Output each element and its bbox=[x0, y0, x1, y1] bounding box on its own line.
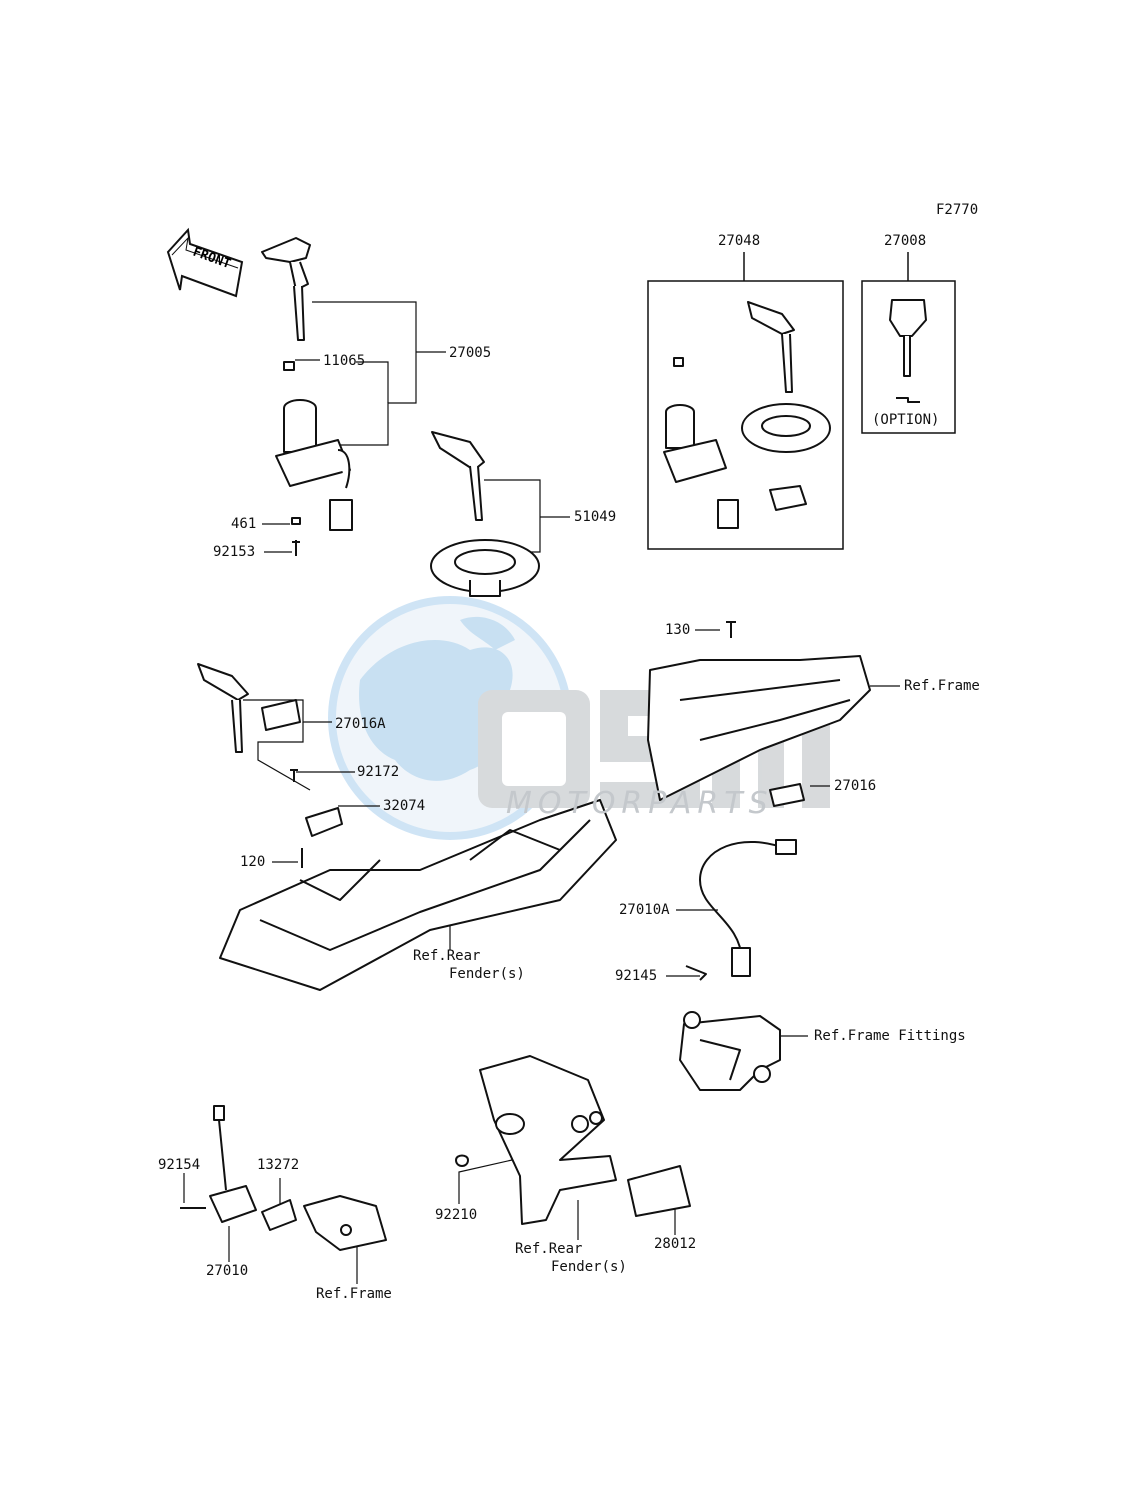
part-27016: 27016 bbox=[834, 778, 877, 794]
key-27008-icon bbox=[889, 299, 927, 403]
part-130: 130 bbox=[665, 622, 691, 638]
rear-fender-1-icon bbox=[219, 799, 617, 991]
washer-icon bbox=[291, 517, 301, 525]
part-13272: 13272 bbox=[257, 1157, 300, 1173]
bracket-32074-icon bbox=[290, 769, 343, 868]
part-27048: 27048 bbox=[718, 233, 761, 249]
seat-lock-icon bbox=[197, 663, 301, 753]
rear-fender-2-icon bbox=[455, 1055, 691, 1225]
ref-rear-fender-2-line2: Fender(s) bbox=[551, 1259, 627, 1275]
part-92145: 92145 bbox=[615, 968, 658, 984]
ref-frame-1: Ref.Frame bbox=[904, 678, 980, 694]
ref-rear-fender-1-line2: Fender(s) bbox=[449, 966, 525, 982]
leader-lines bbox=[183, 301, 900, 1284]
watermark-text: MOTORPARTS bbox=[506, 786, 774, 821]
part-92153: 92153 bbox=[213, 544, 256, 560]
part-27010A: 27010A bbox=[619, 902, 670, 918]
switch-27010-icon bbox=[180, 1105, 387, 1251]
ignition-switch-icon bbox=[275, 361, 353, 531]
key-set-27048-icon bbox=[663, 301, 831, 529]
part-461: 461 bbox=[231, 516, 257, 532]
part-27016A: 27016A bbox=[335, 716, 386, 732]
ref-frame-2: Ref.Frame bbox=[316, 1286, 392, 1302]
front-arrow-icon: FRONT bbox=[166, 227, 244, 298]
box-27048 bbox=[647, 280, 844, 550]
cable-27010a-icon bbox=[685, 839, 797, 981]
fuel-cap-icon bbox=[430, 431, 540, 597]
part-92154: 92154 bbox=[158, 1157, 201, 1173]
frame-rear-icon bbox=[647, 621, 871, 807]
part-92172: 92172 bbox=[357, 764, 400, 780]
part-drawings bbox=[180, 237, 927, 1251]
part-27010: 27010 bbox=[206, 1263, 249, 1279]
ref-rear-fender-1-line1: Ref.Rear bbox=[413, 948, 481, 964]
part-92210: 92210 bbox=[435, 1207, 478, 1223]
part-11065: 11065 bbox=[323, 353, 366, 369]
diagram-id: F2770 bbox=[936, 202, 979, 218]
ref-frame-fittings: Ref.Frame Fittings bbox=[814, 1028, 966, 1044]
screw-icon bbox=[292, 540, 300, 556]
key-icon bbox=[261, 237, 311, 341]
frame-fittings-icon bbox=[679, 1011, 781, 1091]
part-32074: 32074 bbox=[383, 798, 426, 814]
option-label: (OPTION) bbox=[872, 412, 939, 428]
part-51049: 51049 bbox=[574, 509, 617, 525]
part-27005: 27005 bbox=[449, 345, 492, 361]
part-28012: 28012 bbox=[654, 1236, 697, 1252]
ref-rear-fender-2-line1: Ref.Rear bbox=[515, 1241, 583, 1257]
part-27008: 27008 bbox=[884, 233, 927, 249]
part-120: 120 bbox=[240, 854, 266, 870]
